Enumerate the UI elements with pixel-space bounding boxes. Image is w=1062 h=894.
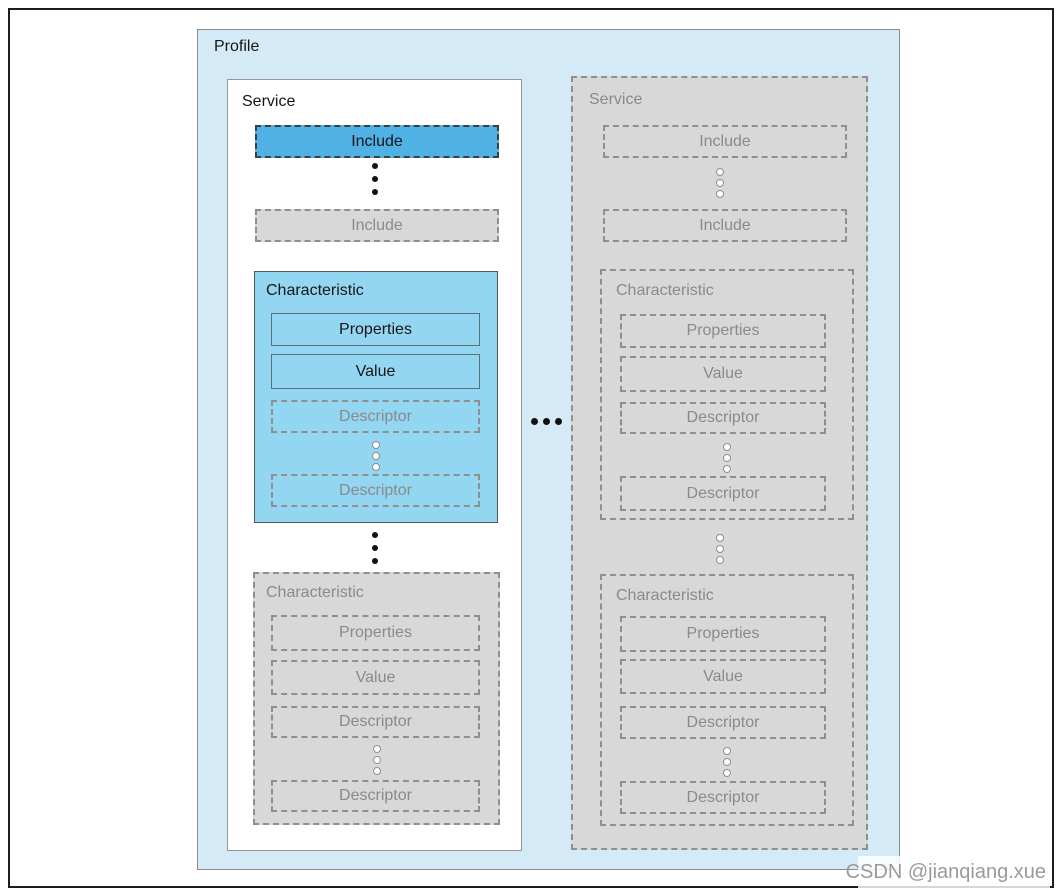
vertical-ellipsis-icon — [371, 163, 378, 195]
characteristic-label: Characteristic — [616, 282, 714, 299]
circle-dot-icon — [372, 756, 381, 764]
value-box: Value — [620, 659, 826, 694]
descriptor-box: Descriptor — [620, 706, 826, 739]
circle-dot-icon — [715, 168, 724, 176]
descriptor-box: Descriptor — [620, 781, 826, 814]
descriptor-box: Descriptor — [271, 780, 480, 812]
include-box-more: Include — [255, 209, 499, 242]
circle-dot-icon — [723, 758, 731, 766]
characteristic-box-more: Characteristic Properties Value Descript… — [253, 572, 500, 825]
characteristic-more-label: Characteristic — [266, 584, 364, 601]
circle-ellipsis-icon — [372, 441, 380, 471]
outer-frame: Profile Service Include Include Characte… — [8, 8, 1054, 888]
include-box: Include — [603, 209, 847, 242]
characteristic-label: Characteristic — [616, 587, 714, 604]
dot-icon — [371, 545, 378, 551]
circle-ellipsis-icon — [715, 534, 724, 564]
descriptor-box: Descriptor — [271, 400, 480, 433]
value-box: Value — [271, 354, 480, 389]
circle-dot-icon — [715, 190, 724, 198]
descriptor-box: Descriptor — [271, 706, 480, 738]
circle-ellipsis-icon — [715, 168, 724, 198]
descriptor-box: Descriptor — [620, 476, 826, 511]
dot-icon — [371, 189, 378, 195]
service-box-active: Service Include Include Characteristic P… — [227, 79, 522, 851]
characteristic-box-active: Characteristic Properties Value Descript… — [254, 271, 498, 523]
value-box: Value — [620, 356, 826, 392]
properties-box: Properties — [620, 616, 826, 652]
circle-dot-icon — [372, 441, 380, 449]
include-box: Include — [603, 125, 847, 158]
circle-dot-icon — [372, 463, 380, 471]
circle-dot-icon — [715, 534, 724, 542]
dot-icon — [371, 176, 378, 182]
circle-dot-icon — [723, 769, 731, 777]
circle-ellipsis-icon — [372, 745, 381, 775]
dot-icon — [542, 417, 550, 425]
circle-dot-icon — [372, 767, 381, 775]
characteristic-box: Characteristic Properties Value Descript… — [600, 269, 854, 520]
descriptor-box: Descriptor — [620, 402, 826, 434]
dot-icon — [371, 532, 378, 538]
vertical-ellipsis-icon — [371, 532, 378, 564]
properties-box: Properties — [271, 615, 480, 651]
circle-ellipsis-icon — [723, 443, 731, 473]
dot-icon — [371, 558, 378, 564]
circle-dot-icon — [715, 179, 724, 187]
descriptor-box: Descriptor — [271, 474, 480, 507]
circle-dot-icon — [723, 465, 731, 473]
circle-dot-icon — [372, 745, 381, 753]
circle-ellipsis-icon — [723, 747, 731, 777]
circle-dot-icon — [715, 545, 724, 553]
service-active-label: Service — [242, 93, 296, 110]
value-box: Value — [271, 660, 480, 695]
circle-dot-icon — [715, 556, 724, 564]
include-box-active: Include — [255, 125, 499, 158]
profile-label: Profile — [214, 38, 260, 55]
service-box-more: Service Include Include Characteristic P… — [571, 76, 868, 850]
characteristic-active-label: Characteristic — [266, 282, 364, 299]
profile-box: Profile Service Include Include Characte… — [197, 29, 900, 870]
horizontal-ellipsis-icon — [523, 414, 569, 428]
circle-dot-icon — [372, 452, 380, 460]
dot-icon — [371, 163, 378, 169]
circle-dot-icon — [723, 747, 731, 755]
circle-dot-icon — [723, 443, 731, 451]
circle-dot-icon — [723, 454, 731, 462]
characteristic-box: Characteristic Properties Value Descript… — [600, 574, 854, 826]
properties-box: Properties — [271, 313, 480, 346]
properties-box: Properties — [620, 314, 826, 348]
dot-icon — [554, 417, 562, 425]
csdn-watermark: CSDN @jianqiang.xue — [846, 856, 1050, 888]
dot-icon — [530, 417, 538, 425]
service-more-label: Service — [589, 91, 643, 108]
